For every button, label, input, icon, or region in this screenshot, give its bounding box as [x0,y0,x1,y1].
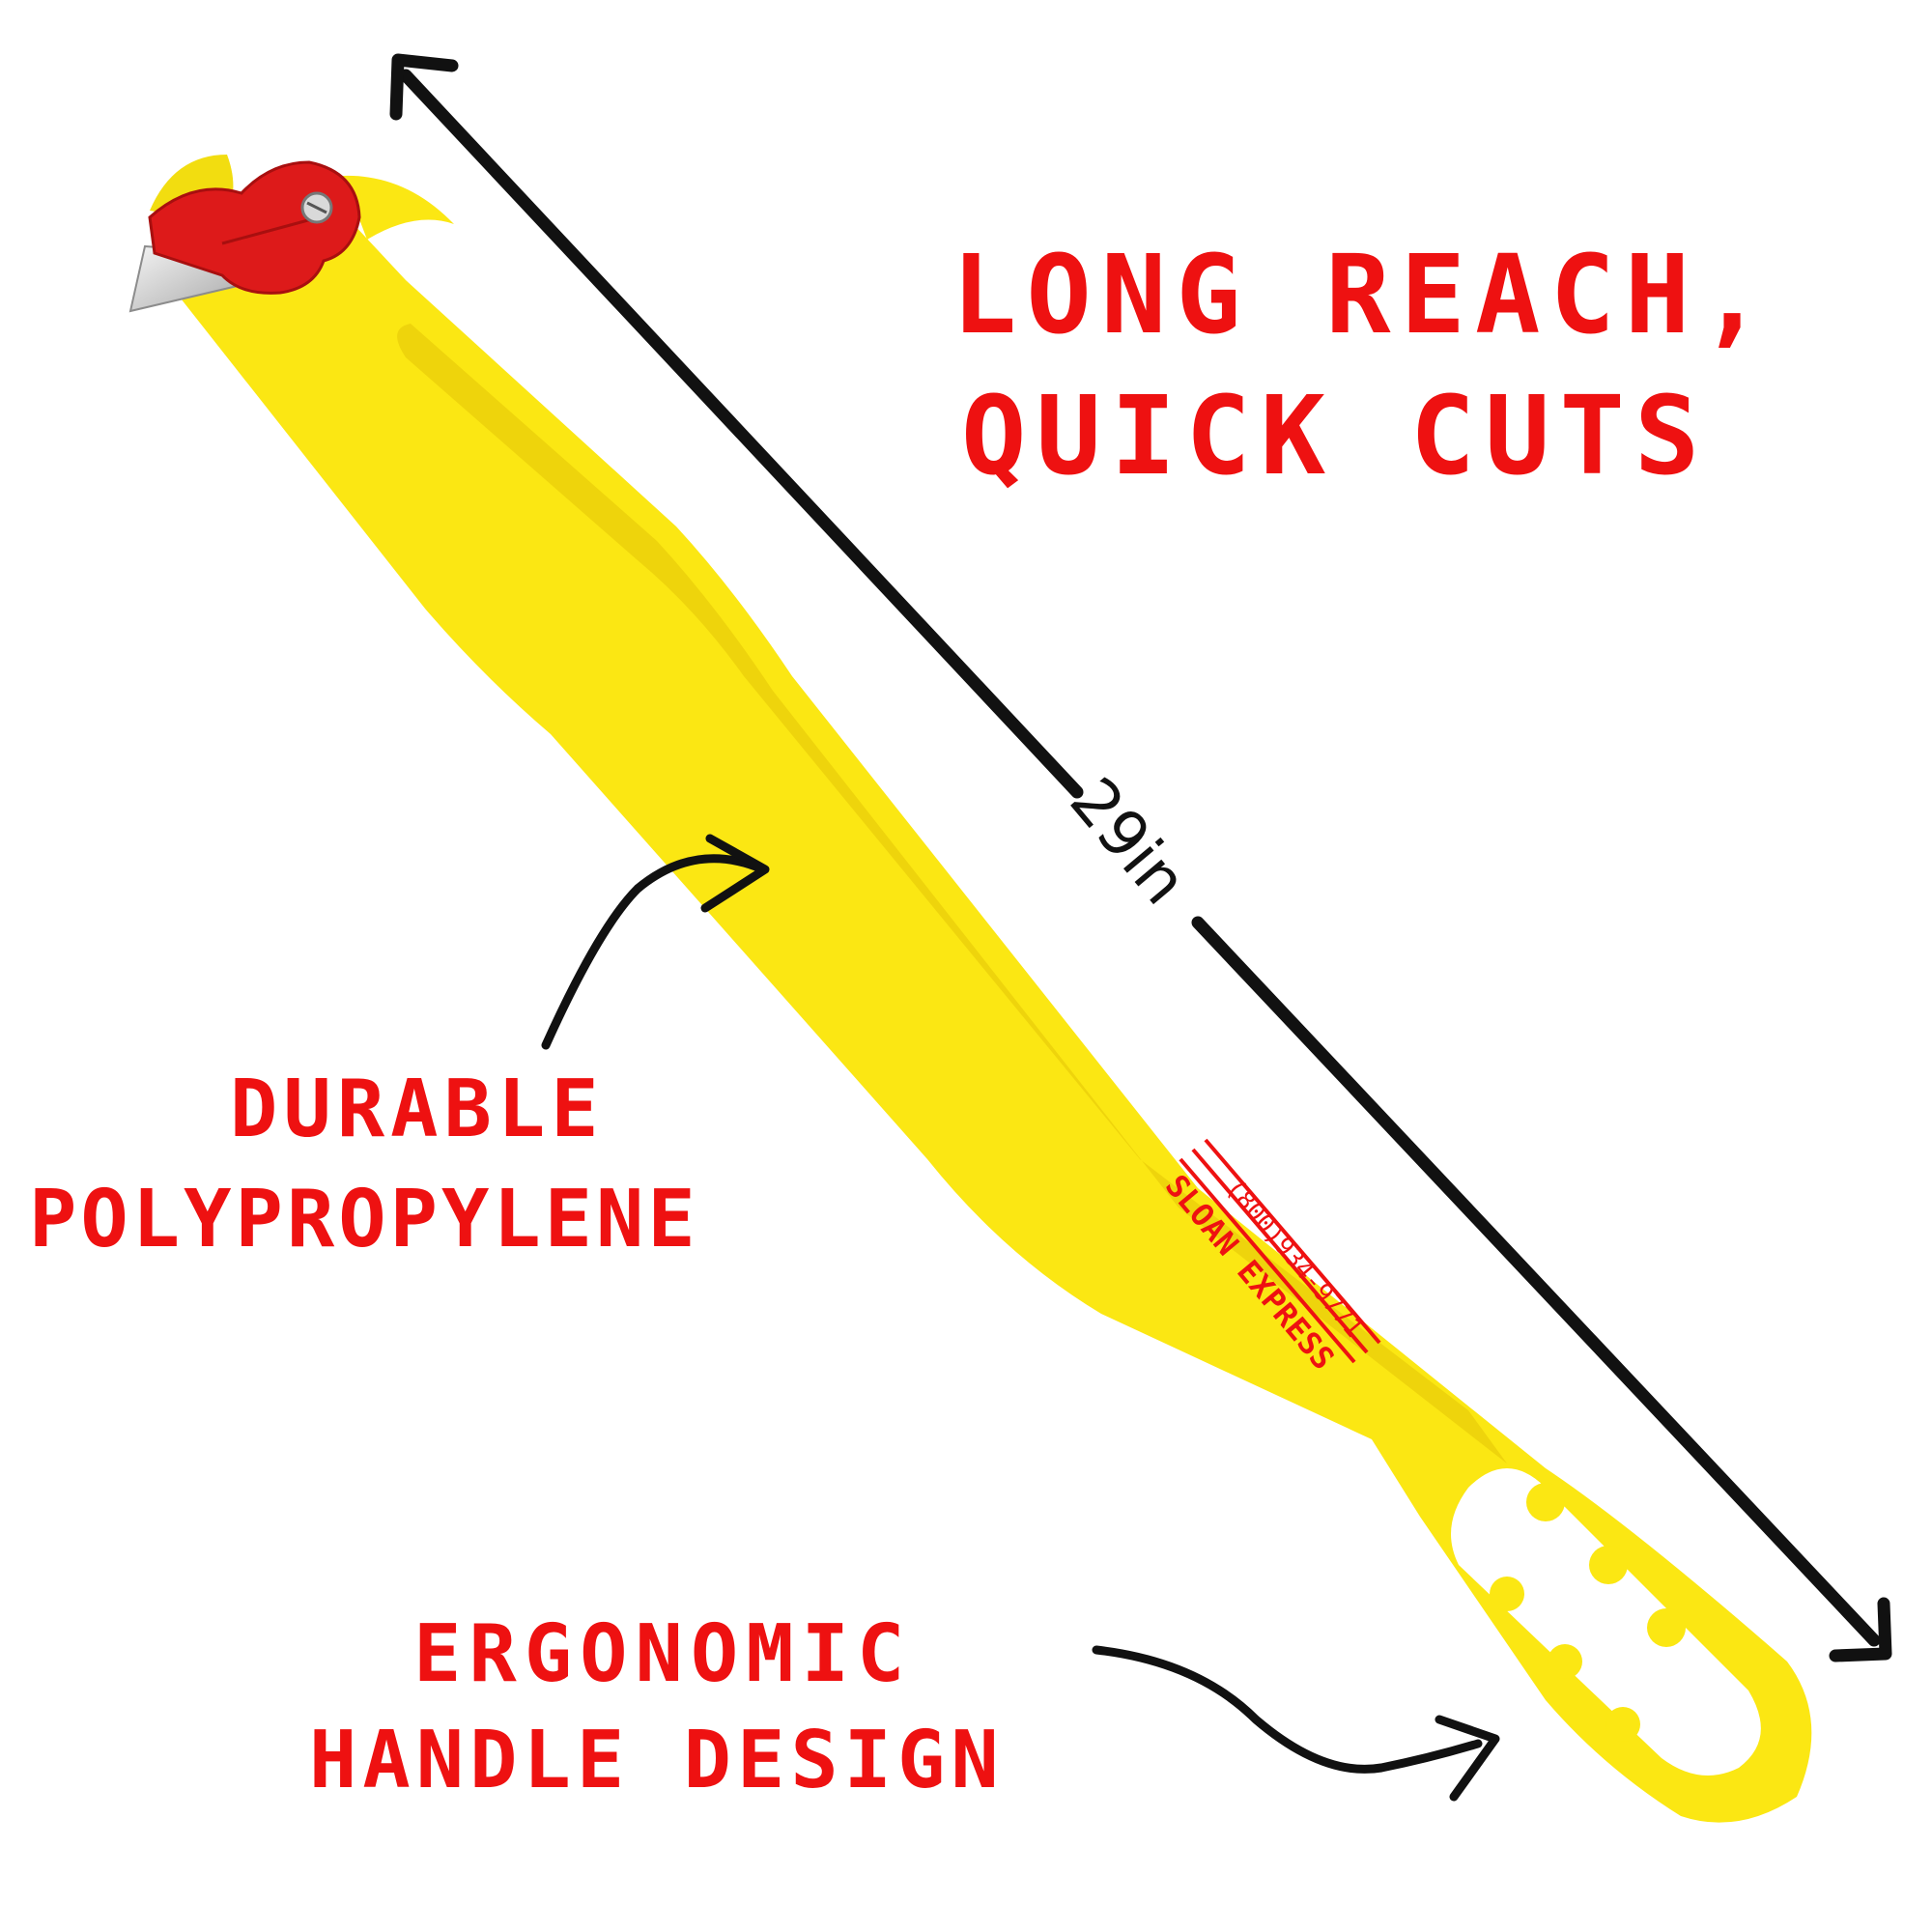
headline-line-1: LONG REACH, [952,233,1775,358]
headline-line-2: QUICK CUTS [961,374,1710,499]
tool-shaft [169,208,1812,1823]
material-callout-line-1: DURABLE [230,1064,605,1155]
curved-arrow-icon [1092,1645,1500,1802]
material-callout-line-2: POLYPROPYLENE [29,1174,699,1265]
blade-guard [148,160,361,295]
safety-cutter-tool [150,155,1812,1823]
curved-arrow-icon [541,834,770,1050]
handle-loop [1451,1468,1761,1776]
hook-guard [343,175,454,240]
handle-callout-line-1: ERGONOMIC [413,1608,913,1700]
screw-icon [300,191,333,224]
double-headed-arrow-icon [389,53,1892,1662]
handle-callout-line-2: HANDLE DESIGN [309,1715,1005,1806]
